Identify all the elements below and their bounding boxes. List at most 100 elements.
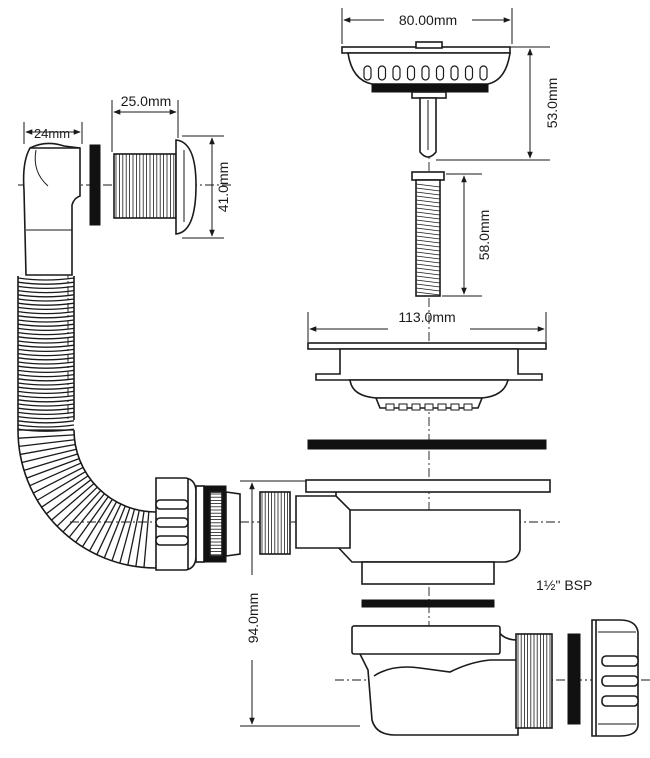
- screw-thread: [415, 251, 441, 256]
- hose-connector-nut: [155, 477, 205, 571]
- strainer-slot: [421, 65, 430, 81]
- hose-rib: [17, 294, 75, 298]
- hose-rib: [17, 373, 75, 378]
- hose-rib: [17, 407, 75, 411]
- screw-thread: [415, 183, 441, 188]
- screw-thread: [415, 235, 441, 240]
- screw-thread: [415, 283, 441, 288]
- screw-thread: [415, 247, 441, 252]
- hose-bend-rib: [81, 499, 113, 548]
- hose-bend-rib: [103, 505, 126, 559]
- hose-rib: [17, 394, 75, 399]
- overflow-flange-dimension: 24mm: [23, 122, 83, 144]
- hose-bend-outer: [17, 429, 157, 569]
- trap-height-dimension: 94.0mm: [240, 480, 360, 727]
- flexible-overflow-hose: [17, 276, 157, 569]
- hose-bend-rib: [21, 448, 77, 464]
- hose-bend-rib: [68, 493, 105, 538]
- hose-bend-rib: [20, 443, 76, 456]
- screw-thread: [415, 215, 441, 220]
- strainer-slot: [392, 65, 401, 81]
- sink-waste-body: [259, 479, 551, 585]
- flange-diameter-label: 113.0mm: [398, 309, 455, 325]
- screw-thread: [415, 203, 441, 208]
- hose-rib: [17, 424, 75, 428]
- drain-flange: [307, 342, 547, 411]
- hose-rib: [17, 319, 75, 323]
- hose-bend-rib: [143, 511, 150, 568]
- hose-bend-rib: [45, 479, 92, 515]
- strainer-slot: [435, 65, 445, 81]
- screw-thread: [415, 187, 441, 192]
- hose-bend-rib: [41, 475, 89, 508]
- overflow-diameter-label: 41.0mm: [215, 162, 231, 213]
- hose-rib: [17, 340, 75, 344]
- hose-rib: [17, 306, 75, 311]
- flange-tooth: [450, 403, 460, 411]
- hose-rib: [17, 369, 75, 374]
- screw-thread: [415, 227, 441, 232]
- screw-thread: [415, 267, 441, 272]
- hose-bend-rib: [75, 496, 109, 543]
- hose-bend-rib: [36, 471, 86, 501]
- screw-length-label: 58.0mm: [476, 210, 492, 261]
- hose-bend-rib: [18, 439, 75, 447]
- screw-thread: [415, 291, 441, 296]
- hose-rib: [17, 386, 75, 390]
- hose-bend-rib: [51, 483, 95, 521]
- hose-bend-rib: [18, 434, 75, 439]
- hose-bend-rib: [119, 508, 136, 564]
- strainer-width-label: 80.00mm: [399, 12, 457, 28]
- overflow-thread-dimension: 25.0mm: [111, 93, 179, 152]
- hose-rib: [17, 298, 75, 302]
- hose-rib: [17, 399, 75, 403]
- strainer-slot: [377, 65, 387, 81]
- hose-rib: [17, 378, 75, 382]
- overflow-washer: [89, 144, 101, 226]
- centre-screw: [411, 171, 445, 297]
- hose-bend-inner: [73, 429, 157, 513]
- hose-bend-rib: [135, 511, 145, 567]
- strainer-slot: [464, 65, 474, 81]
- strainer-slot: [479, 65, 488, 81]
- hose-rib: [17, 415, 75, 420]
- hose-rib: [17, 289, 75, 294]
- strainer-basket: [341, 41, 511, 158]
- hose-rib: [17, 365, 75, 369]
- strainer-width-dimension: 80.00mm: [341, 8, 513, 44]
- hose-rib: [17, 310, 75, 315]
- hose-rib: [17, 277, 75, 281]
- overflow-elbow: [22, 142, 81, 276]
- screw-thread: [415, 239, 441, 244]
- hose-rib: [17, 382, 75, 386]
- hose-rib: [17, 336, 75, 340]
- flange-tooth: [411, 403, 421, 411]
- hose-bend-rib: [23, 453, 78, 471]
- flange-tooth: [437, 403, 447, 411]
- hose-bend-rib: [32, 466, 84, 494]
- hose-rib: [17, 315, 75, 319]
- bsp-thread-label: 1½" BSP: [536, 577, 592, 593]
- hose-rib: [17, 281, 75, 285]
- hose-rib: [17, 357, 75, 361]
- hose-rib: [17, 285, 75, 290]
- hose-rib: [17, 403, 75, 407]
- flange-tooth: [424, 403, 434, 411]
- hose-bend-rib: [96, 503, 122, 555]
- strainer-height-dimension: 53.0mm: [436, 46, 560, 161]
- screw-thread: [415, 199, 441, 204]
- strainer-slot: [406, 65, 416, 81]
- hose-rib: [17, 302, 75, 306]
- screw-length-dimension: 58.0mm: [442, 173, 492, 297]
- overflow-thread-body: [113, 139, 197, 235]
- bottle-trap: [351, 625, 553, 736]
- flange-sealing-washer: [307, 439, 547, 450]
- overflow-flange-label: 24mm: [34, 126, 70, 141]
- screw-thread: [415, 287, 441, 292]
- screw-thread: [415, 243, 441, 248]
- screw-thread: [415, 275, 441, 280]
- strainer-height-label: 53.0mm: [544, 78, 560, 129]
- screw-thread: [415, 279, 441, 284]
- screw-thread: [415, 191, 441, 196]
- hose-bend-rib: [29, 462, 82, 487]
